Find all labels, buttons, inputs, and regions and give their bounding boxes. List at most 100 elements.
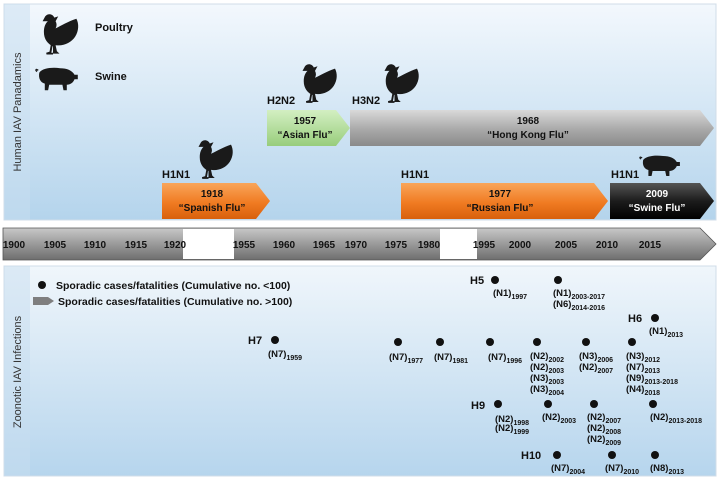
pandemic-name: “Russian Flu” [467, 203, 534, 214]
subtype-label: H7 [248, 335, 262, 347]
case-label: (N4)2018 [626, 384, 660, 397]
timeline-tick: 2010 [596, 240, 619, 251]
neuraminidase: (N1) [493, 288, 511, 299]
pandemic-subtype: H3N2 [352, 95, 380, 107]
zoonotic-entries: H5(N1)1997(N1)2003-2017(N6)2014-2016H6(N… [248, 275, 702, 476]
case-year: 2006 [597, 357, 613, 364]
neuraminidase: (N2) [587, 434, 605, 445]
vertical-label-box-top [4, 4, 30, 220]
timeline-tick: 1915 [125, 240, 148, 251]
neuraminidase: (N7) [268, 349, 286, 360]
pandemic-subtype: H2N2 [267, 95, 295, 107]
pandemic-arrow [350, 110, 714, 146]
case-year: 2010 [623, 469, 639, 476]
case-label: (N2)2002 [530, 351, 564, 364]
neuraminidase: (N3) [530, 384, 548, 395]
case-label: (N8)2013 [650, 463, 684, 476]
case-year: 2007 [597, 368, 613, 375]
case-year: 2013-2018 [668, 418, 702, 425]
neuraminidase: (N2) [579, 362, 597, 373]
neuraminidase: (N2) [530, 351, 548, 362]
vertical-label-box-bottom [4, 266, 30, 476]
case-label: (N3)2003 [530, 373, 564, 386]
case-label: (N1)2013 [649, 326, 683, 339]
case-dot [533, 338, 541, 346]
case-label: (N2)1998 [495, 414, 529, 427]
timeline-tick: 2015 [639, 240, 662, 251]
case-year: 1999 [513, 429, 529, 436]
neuraminidase: (N2) [495, 414, 513, 425]
case-dot [582, 338, 590, 346]
case-year: 2003 [548, 368, 564, 375]
case-dot [436, 338, 444, 346]
case-label: (N7)2010 [605, 463, 639, 476]
neuraminidase: (N3) [579, 351, 597, 362]
case-year: 2002 [548, 357, 564, 364]
neuraminidase: (N2) [542, 412, 560, 423]
neuraminidase: (N2) [495, 423, 513, 434]
top-panel-label: Human IAV Panadamics [12, 52, 24, 172]
neuraminidase: (N1) [649, 326, 667, 337]
timeline-break-2 [440, 229, 477, 259]
pandemic-subtype: H1N1 [162, 169, 190, 181]
dot-icon [38, 281, 46, 289]
case-year: 1959 [286, 355, 302, 362]
neuraminidase: (N7) [605, 463, 623, 474]
case-dot [590, 400, 598, 408]
zoonotic-panel [3, 265, 717, 477]
pandemic-subtype: H1N1 [401, 169, 429, 181]
neuraminidase: (N7) [488, 352, 506, 363]
case-dot [553, 451, 561, 459]
case-dot [649, 400, 657, 408]
pandemic-year: 1977 [489, 189, 512, 200]
legend-poultry: Poultry [95, 22, 134, 34]
case-label: (N2)2003 [542, 412, 576, 425]
pandemic-arrow [267, 110, 350, 146]
case-year: 1977 [407, 358, 423, 365]
neuraminidase: (N7) [626, 362, 644, 373]
timeline-tick: 1995 [473, 240, 496, 251]
case-label: (N1)1997 [493, 288, 527, 301]
neuraminidase: (N7) [551, 463, 569, 474]
case-dot [544, 400, 552, 408]
case-dot [494, 400, 502, 408]
pandemic-subtype: H1N1 [611, 169, 639, 181]
case-dot [394, 338, 402, 346]
case-dot [651, 451, 659, 459]
case-label: (N7)1977 [389, 352, 423, 365]
neuraminidase: (N7) [434, 352, 452, 363]
pandemic-year: 1957 [294, 116, 317, 127]
timeline-tick: 2000 [509, 240, 532, 251]
case-label: (N7)1996 [488, 352, 522, 365]
timeline-tick: 1920 [164, 240, 187, 251]
case-label: (N2)2013-2018 [650, 412, 702, 425]
subtype-label: H10 [521, 450, 541, 462]
pandemic-arrow [610, 183, 714, 219]
case-label: (N2)2007 [579, 362, 613, 375]
timeline-tick: 1965 [313, 240, 336, 251]
case-year: 2004 [569, 469, 585, 476]
timeline-arrow [2, 227, 717, 261]
neuraminidase: (N7) [389, 352, 407, 363]
legend-sporadic-gt: Sporadic cases/fatalities (Cumulative no… [58, 296, 292, 308]
pandemic-1957: H2N2 1957 “Asian Flu” [267, 63, 350, 146]
pandemic-year: 2009 [646, 189, 669, 200]
case-dot [628, 338, 636, 346]
timeline-tick: 1980 [418, 240, 441, 251]
case-year: 2004 [548, 390, 564, 397]
neuraminidase: (N3) [626, 351, 644, 362]
neuraminidase: (N8) [650, 463, 668, 474]
neuraminidase: (N2) [587, 412, 605, 423]
case-label: (N7)2004 [551, 463, 585, 476]
timeline-tick: 1955 [233, 240, 256, 251]
case-year: 2013-2018 [644, 379, 678, 386]
timeline-tick: 1910 [84, 240, 107, 251]
case-label: (N2)2008 [587, 423, 621, 436]
case-label: (N1)2003-2017 [553, 288, 605, 301]
case-year: 2003 [548, 379, 564, 386]
pandemic-name: “Hong Kong Flu” [487, 130, 569, 141]
timeline-break-1 [183, 229, 234, 259]
case-year: 2008 [605, 429, 621, 436]
